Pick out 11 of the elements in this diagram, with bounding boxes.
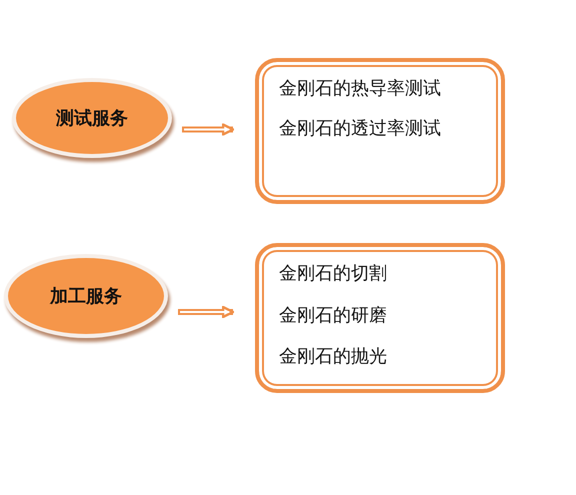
item-text: 金刚石的热导率测试	[279, 77, 441, 100]
item-text: 金刚石的研磨	[279, 304, 387, 327]
service-label: 加工服务	[50, 285, 122, 308]
item-text: 金刚石的切割	[279, 262, 387, 285]
rounded-box	[255, 243, 505, 393]
item-text: 金刚石的透过率测试	[279, 117, 441, 140]
rounded-box	[255, 58, 505, 204]
service-label: 测试服务	[56, 107, 128, 130]
item-text: 金刚石的抛光	[279, 345, 387, 368]
double-arrow	[178, 306, 234, 318]
double-arrow	[182, 123, 234, 136]
